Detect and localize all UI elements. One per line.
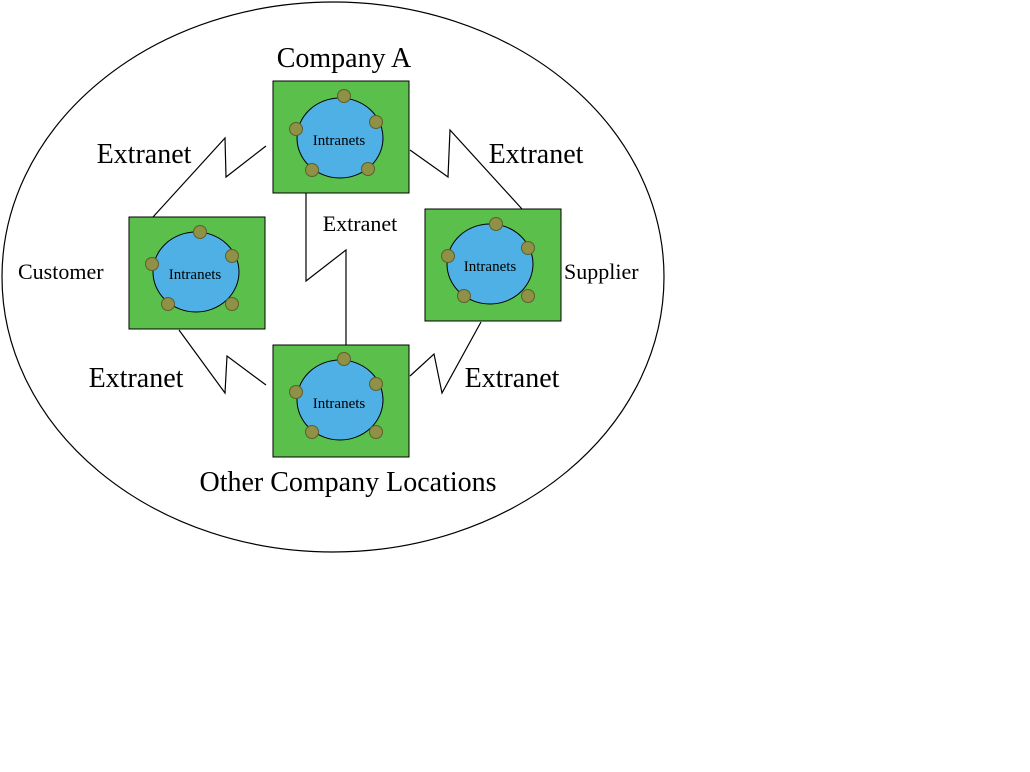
intranet-node-dot [521,289,535,303]
link-label-customer-company-a: Extranet [97,139,192,170]
intranet-node-dot [457,289,471,303]
node-title-other-locations: Other Company Locations [199,467,496,498]
intranet-label: Intranets [313,396,366,412]
intranet-node-dot [289,385,303,399]
intranet-label: Intranets [169,267,222,283]
link-label-customer-other: Extranet [89,363,184,394]
intranet-node-dot [369,377,383,391]
intranet-node-dot [305,163,319,177]
intranet-node-dot [337,352,351,366]
intranet-node-dot [193,225,207,239]
link-customer-other [178,329,267,395]
node-title-customer: Customer [18,259,104,284]
intranet-node-dot [225,249,239,263]
intranet-label: Intranets [464,259,517,275]
intranet-node-dot [337,89,351,103]
node-customer: Intranets [128,216,266,330]
link-label-company-a-supplier: Extranet [489,139,584,170]
intranet-node-dot [369,115,383,129]
link-supplier-other [409,321,482,395]
intranet-node-dot [145,257,159,271]
node-other-locations: Intranets [272,344,410,458]
node-supplier: Intranets [424,208,562,322]
link-company-a-other [305,193,347,346]
link-company-a-supplier [409,128,523,210]
intranet-node-dot [305,425,319,439]
intranet-node-dot [361,162,375,176]
intranet-node-dot [489,217,503,231]
link-label-supplier-other: Extranet [465,363,560,394]
intranet-node-dot [161,297,175,311]
intranet-node-dot [441,249,455,263]
node-title-company-a: Company A [277,43,412,74]
intranet-node-dot [289,122,303,136]
intranet-node-dot [225,297,239,311]
link-label-company-a-other: Extranet [323,211,398,236]
intranet-node-dot [369,425,383,439]
node-title-supplier: Supplier [564,259,639,284]
intranet-label: Intranets [313,133,366,149]
link-customer-company-a [152,136,267,218]
node-company-a: Intranets [272,80,410,194]
boundary-ellipse [1,1,665,553]
intranet-node-dot [521,241,535,255]
